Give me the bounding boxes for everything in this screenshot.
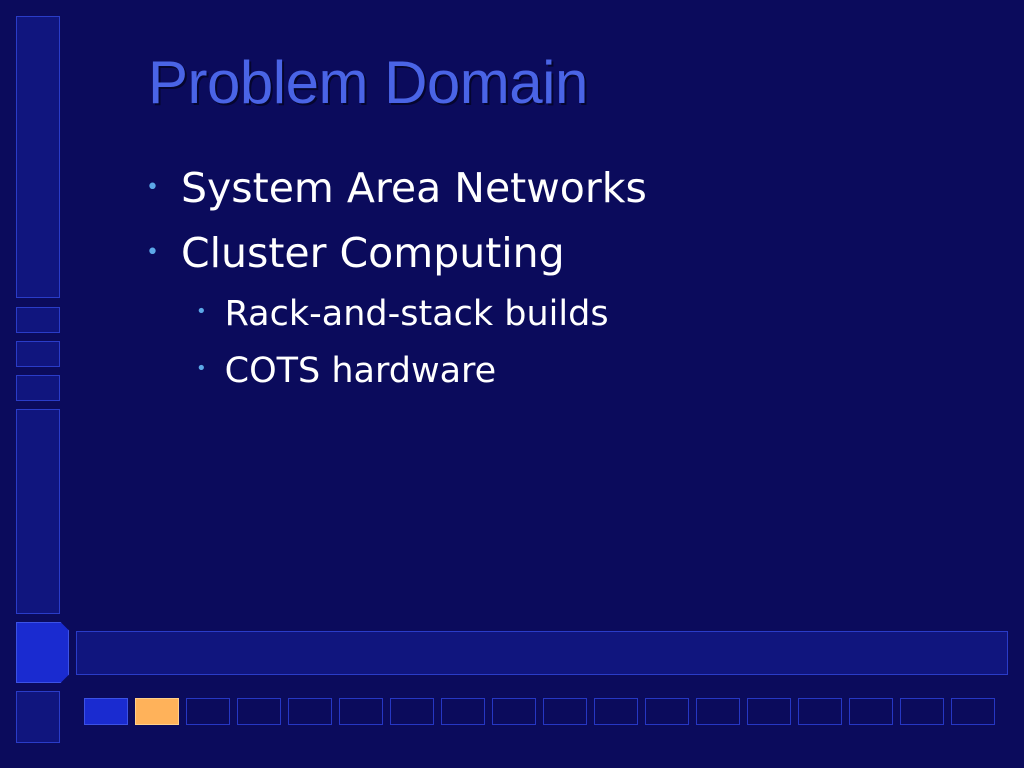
progress-square xyxy=(543,698,587,725)
progress-square xyxy=(594,698,638,725)
left-bar-bottom xyxy=(16,691,60,743)
progress-square xyxy=(237,698,281,725)
bullet-text: COTS hardware xyxy=(224,351,497,391)
progress-square xyxy=(135,698,179,725)
progress-square xyxy=(84,698,128,725)
left-bar-small-1 xyxy=(16,307,60,333)
bullet-dot-icon: • xyxy=(196,357,207,379)
progress-square xyxy=(186,698,230,725)
bullet-text: Cluster Computing xyxy=(180,229,565,277)
progress-square xyxy=(339,698,383,725)
bullet-text: System Area Networks xyxy=(180,164,647,212)
bottom-bar xyxy=(76,631,1008,675)
left-bar-corner xyxy=(16,622,69,683)
progress-square xyxy=(390,698,434,725)
progress-square xyxy=(441,698,485,725)
progress-square xyxy=(951,698,995,725)
left-bar-small-2 xyxy=(16,341,60,367)
progress-square xyxy=(288,698,332,725)
progress-square xyxy=(492,698,536,725)
left-bar-middle xyxy=(16,409,60,614)
slide-title: Problem Domain xyxy=(148,49,588,116)
bullet-dot-icon: • xyxy=(196,300,207,322)
bullet-item: • System Area Networks xyxy=(146,164,647,212)
bullet-text: Rack-and-stack builds xyxy=(224,294,609,334)
progress-square xyxy=(747,698,791,725)
progress-square xyxy=(696,698,740,725)
left-bar-top xyxy=(16,16,60,298)
sub-bullet-item: • Rack-and-stack builds xyxy=(196,294,609,334)
bullet-item: • Cluster Computing xyxy=(146,229,565,277)
bullet-dot-icon: • xyxy=(146,174,159,200)
progress-square xyxy=(900,698,944,725)
left-bar-small-3 xyxy=(16,375,60,401)
bullet-dot-icon: • xyxy=(146,239,159,265)
sub-bullet-item: • COTS hardware xyxy=(196,351,496,391)
progress-square xyxy=(798,698,842,725)
progress-square xyxy=(645,698,689,725)
progress-square xyxy=(849,698,893,725)
